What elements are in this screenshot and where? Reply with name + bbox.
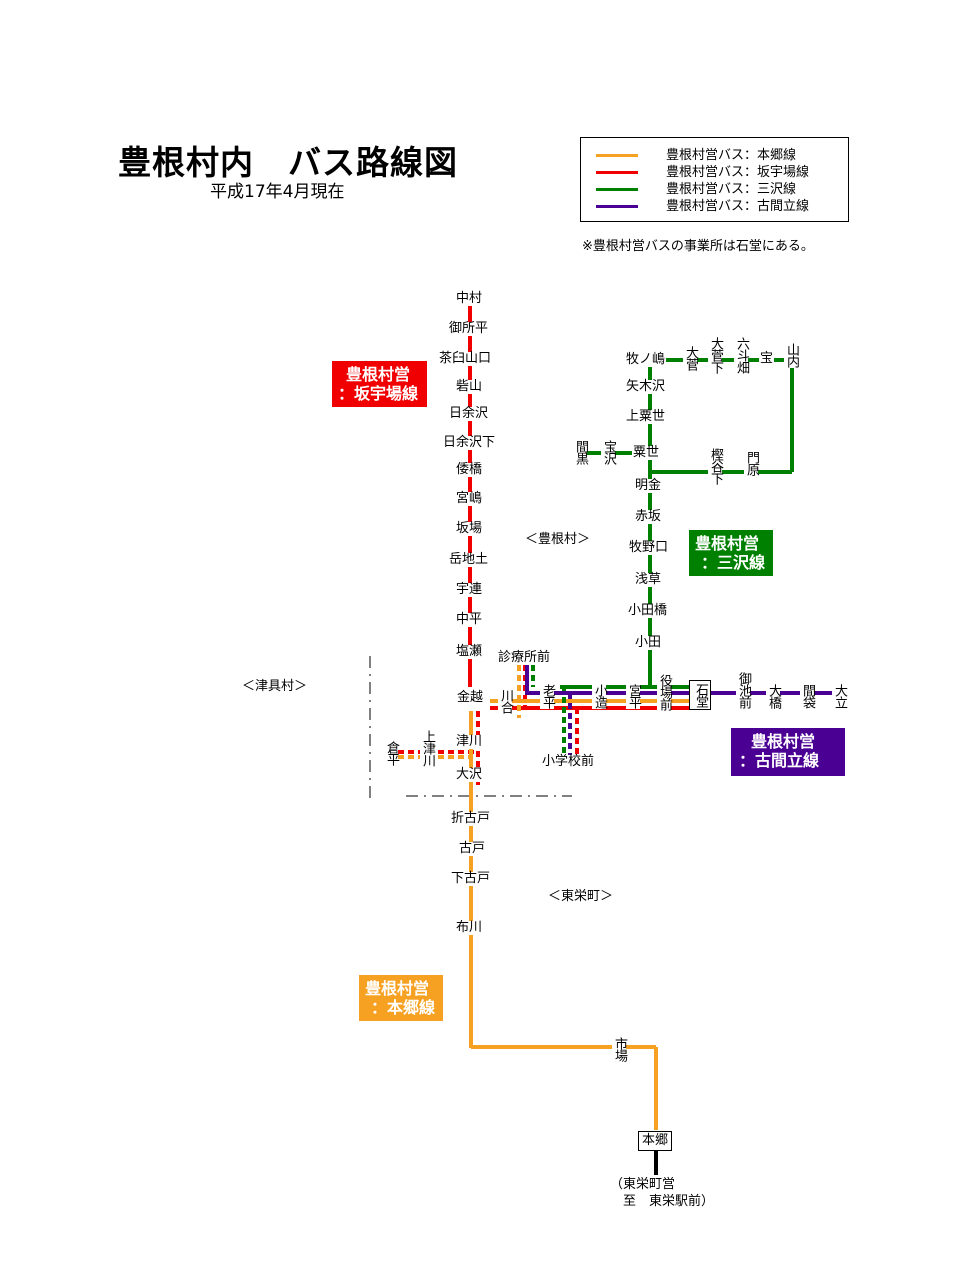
stop-toride-yama[interactable]: 砦山 <box>455 379 484 394</box>
stop-kozukuri[interactable]: 小造 <box>592 683 607 709</box>
stop-awayo[interactable]: 粟世 <box>632 445 661 460</box>
stop-makinoguchi[interactable]: 牧野口 <box>628 540 670 555</box>
stop-asakusa[interactable]: 浅草 <box>634 572 663 587</box>
stop-oidaira[interactable]: 老平 <box>540 683 555 709</box>
badge-sakauba: 豊根村営 ：坂宇場線 <box>332 361 427 407</box>
stop-furudo[interactable]: 古戸 <box>458 841 487 856</box>
badge-line2: ：古間立線 <box>739 751 820 770</box>
stop-yamauchi[interactable]: 山内 <box>784 342 799 368</box>
stop-hongo[interactable]: 本郷 <box>638 1131 673 1151</box>
legend-swatch-furumadate <box>596 205 638 208</box>
badge-line2: ：坂宇場線 <box>338 384 419 403</box>
stop-origodo[interactable]: 折古戸 <box>450 811 492 826</box>
stop-odachi[interactable]: 大立 <box>832 683 847 709</box>
stop-hiyozawa-shita[interactable]: 日余沢下 <box>442 435 497 450</box>
stop-nunokawa[interactable]: 布川 <box>455 920 484 935</box>
legend-swatch-misawa <box>596 188 638 191</box>
stop-nakadaira[interactable]: 中平 <box>455 612 484 627</box>
region-tsugu: ＜津具村＞ <box>242 679 308 694</box>
badge-hongo: 豊根村営 ：本郷線 <box>359 975 443 1021</box>
stop-osawa[interactable]: 大沢 <box>455 767 484 782</box>
badge-line1: 豊根村営 <box>695 534 760 553</box>
stop-sakaba[interactable]: 坂場 <box>455 521 484 536</box>
badge-line1: 豊根村営 <box>346 365 411 384</box>
stop-kami-tsugawa[interactable]: 上津川 <box>420 729 435 767</box>
stop-makinoshima[interactable]: 牧ノ嶋 <box>625 352 667 367</box>
legend-item-sakauba: 豊根村営バス：坂宇場線 <box>581 165 848 181</box>
stop-mabukuro[interactable]: 間袋 <box>800 683 815 709</box>
stop-nakamura[interactable]: 中村 <box>455 291 484 306</box>
stop-ichiba[interactable]: 市場 <box>612 1036 627 1062</box>
legend-item-furumadate: 豊根村営バス：古間立線 <box>581 199 848 215</box>
stop-ishido[interactable]: 石堂 <box>689 680 711 710</box>
stop-osuge[interactable]: 大菅 <box>683 345 698 371</box>
stop-kanegoe[interactable]: 金越 <box>456 690 485 705</box>
stop-hiyozawa[interactable]: 日余沢 <box>448 406 490 421</box>
stop-goshodaira[interactable]: 御所平 <box>448 321 490 336</box>
stop-chausuyama-guchi[interactable]: 茶臼山口 <box>438 351 493 366</box>
destination-line2: 至 東栄駅前） <box>610 1194 715 1209</box>
stop-shinryojo-mae[interactable]: 診療所前 <box>498 650 551 665</box>
stop-takara[interactable]: 宝 <box>759 351 775 366</box>
stop-kashiyashita[interactable]: 樫谷下 <box>708 447 723 485</box>
legend: 豊根村営バス：本郷線 豊根村営バス：坂宇場線 豊根村営バス：三沢線 豊根村営バス… <box>580 137 849 222</box>
legend-label: 豊根村営バス：古間立線 <box>666 199 810 214</box>
stop-kami-awayo[interactable]: 上粟世 <box>625 409 667 424</box>
stop-shimo-furudo[interactable]: 下古戸 <box>450 871 492 886</box>
stop-ohashi[interactable]: 大橋 <box>766 683 781 709</box>
stop-odabashi[interactable]: 小田橋 <box>627 603 669 618</box>
stop-ure[interactable]: 宇連 <box>455 582 484 597</box>
legend-swatch-hongo <box>596 154 638 157</box>
page-subtitle: 平成17年4月現在 <box>210 182 345 202</box>
stop-kawai[interactable]: 川合 <box>498 688 513 714</box>
legend-label: 豊根村営バス：坂宇場線 <box>666 165 810 180</box>
stop-maguro[interactable]: 間黒 <box>573 439 588 465</box>
badge-line2: ：本郷線 <box>371 998 436 1017</box>
badge-misawa: 豊根村営 ：三沢線 <box>689 530 773 576</box>
legend-item-hongo: 豊根村営バス：本郷線 <box>581 148 848 164</box>
legend-swatch-sakauba <box>596 171 638 174</box>
stop-osuge-shita[interactable]: 大菅下 <box>708 336 723 374</box>
stop-takechido[interactable]: 岳地土 <box>448 552 490 567</box>
destination-line1: （東栄町営 <box>610 1177 676 1192</box>
stop-shiose[interactable]: 塩瀬 <box>455 644 484 659</box>
stop-oda[interactable]: 小田 <box>634 635 663 650</box>
stop-yagisawa[interactable]: 矢木沢 <box>625 379 667 394</box>
stop-yamatobashi[interactable]: 倭橋 <box>455 462 484 477</box>
depot-note: ※豊根村営バスの事業所は石堂にある。 <box>582 239 814 254</box>
badge-line1: 豊根村営 <box>365 979 430 998</box>
stop-myokin[interactable]: 明金 <box>634 478 663 493</box>
legend-label: 豊根村営バス：三沢線 <box>666 182 797 197</box>
stop-kurahira[interactable]: 倉平 <box>384 740 399 766</box>
stop-tsugawa[interactable]: 津川 <box>455 734 484 749</box>
badge-furumadate: 豊根村営 ：古間立線 <box>731 728 845 776</box>
stop-kadohara[interactable]: 門原 <box>744 450 759 476</box>
page-title: 豊根村内 バス路線図 <box>118 143 458 182</box>
stop-akasaka[interactable]: 赤坂 <box>634 509 663 524</box>
stop-rokutobata[interactable]: 六斗畑 <box>734 336 749 374</box>
legend-item-misawa: 豊根村営バス：三沢線 <box>581 182 848 198</box>
legend-label: 豊根村営バス：本郷線 <box>666 148 797 163</box>
stop-mi-ike-mae[interactable]: 御池前 <box>736 671 751 709</box>
route-hongo <box>398 665 690 1130</box>
badge-line1: 豊根村営 <box>751 732 816 751</box>
region-toyone: ＜豊根村＞ <box>525 532 591 547</box>
stop-yakuba-mae[interactable]: 役場前 <box>657 673 672 711</box>
stop-miyajima[interactable]: 宮嶋 <box>455 491 484 506</box>
municipal-borders <box>369 656 572 798</box>
stop-takarazawa[interactable]: 宝沢 <box>601 439 616 465</box>
stop-shogakko-mae[interactable]: 小学校前 <box>541 754 596 769</box>
stop-miyadaira[interactable]: 宮平 <box>626 683 641 709</box>
region-toei: ＜東栄町＞ <box>548 889 614 904</box>
badge-line2: ：三沢線 <box>701 553 766 572</box>
